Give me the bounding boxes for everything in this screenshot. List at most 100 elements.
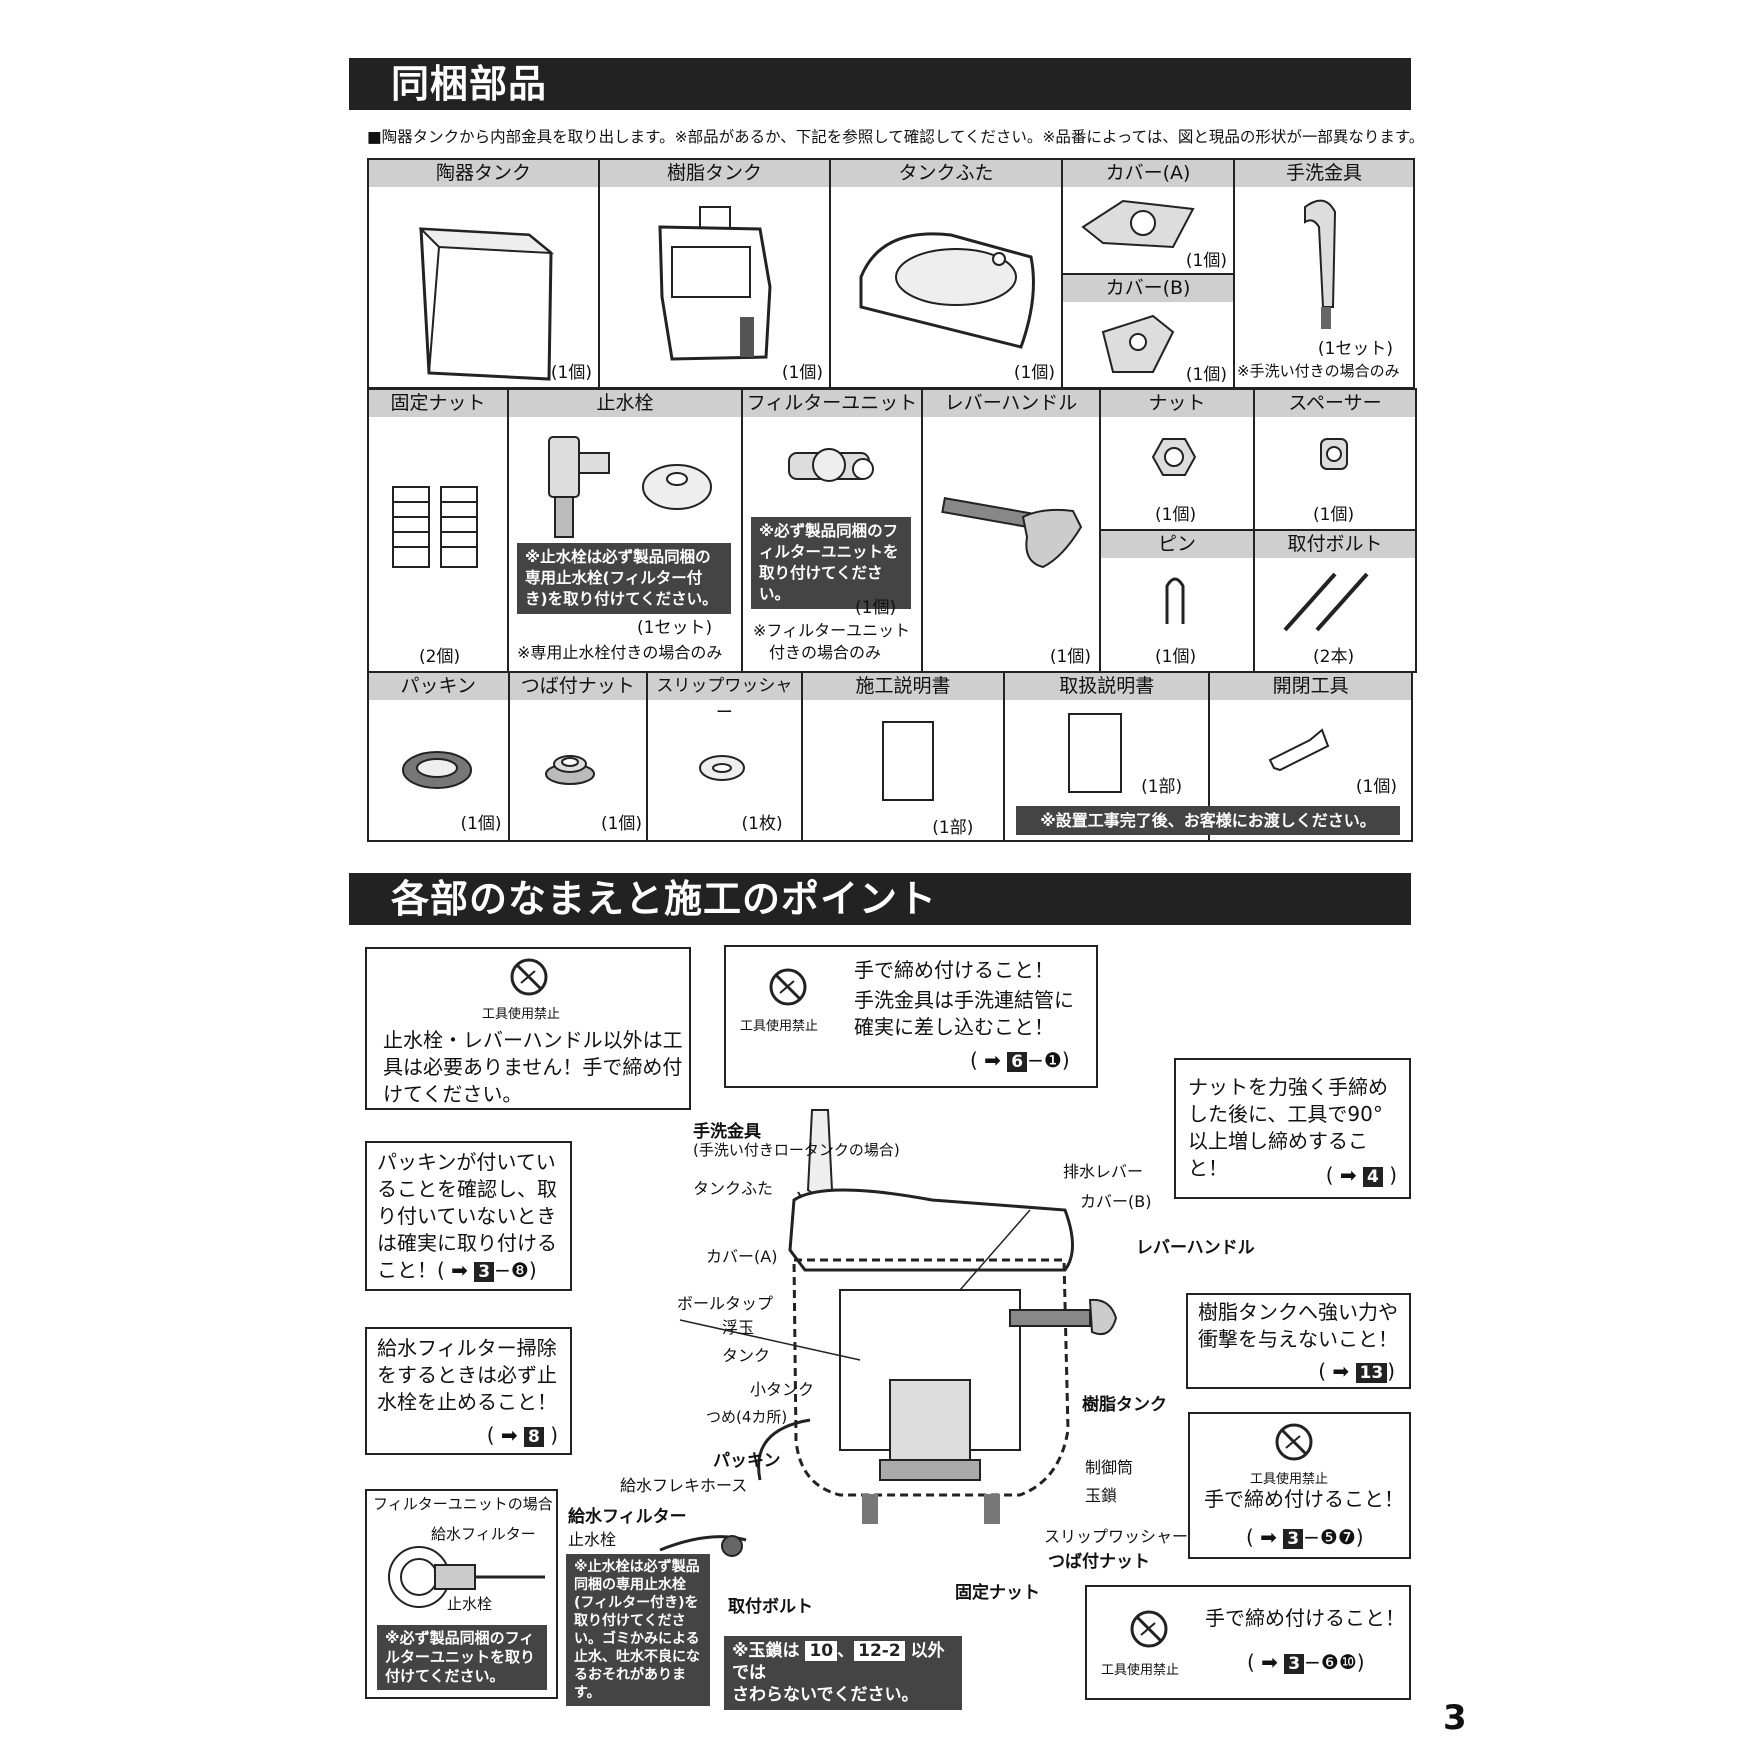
part-cell: スリップワッシャー (1枚) bbox=[646, 671, 803, 842]
part-image: ※必ず製品同梱のフィルターユニットを取り付けてください。 (1個) ※フィルター… bbox=[743, 417, 921, 671]
ref: ( ➡ 8 ) bbox=[486, 1423, 558, 1447]
note-text: 樹脂タンクへ強い力や衝撃を与えないこと！ bbox=[1198, 1300, 1398, 1351]
part-count: (1個) bbox=[1013, 363, 1055, 383]
part-count: (1個) bbox=[1155, 505, 1197, 525]
filter-unit-panel: フィルターユニットの場合 給水フィルター 止水栓 ※必ず製品同梱のフィルターユニ… bbox=[365, 1489, 558, 1699]
part-name: レバーハンドル bbox=[923, 390, 1099, 417]
spacer-icon bbox=[1320, 438, 1348, 470]
part-image bbox=[600, 187, 829, 387]
part-name: 取付ボルト bbox=[1255, 529, 1415, 558]
cover-a-icon bbox=[1081, 199, 1195, 249]
note-hand-tighten: 工具使用禁止 手で締め付けること！ 手洗金具は手洗連結管に確実に差し込むこと！ … bbox=[724, 945, 1098, 1088]
label-seigyo: 制御筒 bbox=[1085, 1458, 1134, 1477]
note-text: 給水フィルター掃除をするときは必ず止水栓を止めること！ bbox=[377, 1336, 557, 1414]
note-nut-tighten: ナットを力強く手締めした後に、工具で90°以上増し締めすること！ ( ➡ 4 ) bbox=[1174, 1058, 1411, 1199]
label-haisui: 排水レバー bbox=[1063, 1162, 1144, 1181]
label-ukidama: 浮玉 bbox=[722, 1318, 755, 1337]
label: 給水フィルター bbox=[431, 1525, 536, 1543]
label-tearai-sub: (手洗い付きロータンクの場合) bbox=[693, 1141, 900, 1159]
label-packin: パッキン bbox=[713, 1451, 781, 1471]
panel-title: フィルターユニットの場合 bbox=[373, 1495, 553, 1513]
pin-icon bbox=[1165, 577, 1185, 624]
note-text: パッキンが付いていることを確認し、取り付いていないときは確実に取り付けること！(… bbox=[377, 1150, 557, 1282]
part-count: (1個) bbox=[550, 363, 592, 383]
label-shotank: 小タンク bbox=[750, 1380, 815, 1399]
resin-tank-icon bbox=[658, 206, 772, 361]
section-title-names: 各部のなまえと施工のポイント bbox=[349, 873, 1411, 925]
part-name: パッキン bbox=[369, 673, 508, 700]
label-tsuba: つば付ナット bbox=[1048, 1552, 1150, 1572]
note-text: ナットを力強く手締めした後に、工具で90°以上増し締めすること！ bbox=[1188, 1075, 1388, 1180]
part-name: 施工説明書 bbox=[802, 673, 1004, 700]
stop-valve-caution: ※止水栓は必ず製品同梱の専用止水栓(フィルター付き)を取り付けてください。ゴミか… bbox=[566, 1554, 710, 1706]
part-count: (1セット) bbox=[1317, 339, 1393, 359]
part-image: (1個) bbox=[1101, 417, 1253, 529]
note-text: 手洗金具は手洗連結管に確実に差し込むこと！ bbox=[854, 988, 1074, 1039]
part-cell: 手洗金具 (1セット) ※手洗い付きの場合のみ bbox=[1233, 158, 1415, 389]
tank-diagram bbox=[659, 1109, 1118, 1557]
fixing-nut-icon bbox=[392, 486, 478, 568]
note-gasket: パッキンが付いていることを確認し、取り付いていないときは確実に取り付けること！(… bbox=[365, 1141, 572, 1291]
part-image: (1個) bbox=[923, 417, 1099, 671]
part-cell: 施工説明書 (1部) bbox=[800, 671, 1006, 842]
part-cell: フィルターユニット ※必ず製品同梱のフィルターユニットを取り付けてください。 (… bbox=[741, 388, 923, 673]
filter-unit-icon bbox=[788, 448, 874, 482]
no-tool-label: 工具使用禁止 bbox=[1101, 1663, 1180, 1678]
part-count: (1枚) bbox=[741, 814, 783, 834]
part-image bbox=[369, 187, 598, 387]
part-image bbox=[831, 187, 1061, 387]
part-name: 止水栓 bbox=[509, 390, 741, 417]
label-kotei: 固定ナット bbox=[955, 1583, 1040, 1603]
intro-text: ■陶器タンクから内部金具を取り出します。※部品があるか、下記を参照して確認してく… bbox=[367, 128, 1425, 146]
label-slip: スリップワッシャー bbox=[1044, 1527, 1189, 1546]
part-count: (1セット) bbox=[637, 618, 713, 638]
part-name: 樹脂タンク bbox=[600, 160, 829, 187]
no-tool-label: 工具使用禁止 bbox=[740, 1019, 819, 1034]
part-cell: レバーハンドル (1個) bbox=[921, 388, 1101, 673]
label-shisuisen: 止水栓 bbox=[568, 1530, 617, 1549]
label-toritsuke: 取付ボルト bbox=[728, 1597, 813, 1617]
label-flexhose: 給水フレキホース bbox=[620, 1476, 748, 1495]
part-cell: スペーサー (1個) 取付ボルト (2本) bbox=[1253, 388, 1417, 673]
page-number: 3 bbox=[1443, 1698, 1467, 1738]
label-tearai: 手洗金具 bbox=[693, 1122, 761, 1142]
part-count: (1個) bbox=[600, 814, 643, 834]
part-cell: 止水栓 ※止水栓は必ず製品同梱の専用止水栓(フィルター付き)を取り付けてください… bbox=[507, 388, 743, 673]
part-image: (1個) bbox=[1063, 302, 1233, 387]
part-cell: カバー(A) (1個) カバー(B) (1個) bbox=[1061, 158, 1235, 389]
part-name: フィルターユニット bbox=[743, 390, 921, 417]
mounting-bolt-icon bbox=[1283, 572, 1369, 632]
filter-unit-diagram bbox=[388, 1546, 545, 1608]
chain-caution: ※玉鎖は 10、12-2 以外ではさわらないでください。 bbox=[724, 1636, 962, 1710]
note-fixing-nut: 工具使用禁止 手で締め付けること！ ( ➡ 3−❻❿) bbox=[1085, 1585, 1411, 1700]
part-cell: 陶器タンク (1個) bbox=[367, 158, 600, 389]
install-manual-icon bbox=[881, 721, 934, 801]
part-count: (2本) bbox=[1313, 647, 1355, 667]
label-jushi: 樹脂タンク bbox=[1082, 1395, 1167, 1415]
part-count: (1個) bbox=[460, 814, 502, 834]
part-image: (1個) bbox=[1063, 187, 1233, 273]
part-name: 固定ナット bbox=[369, 390, 507, 417]
part-cell: パッキン (1個) bbox=[367, 671, 510, 842]
ref: ( ➡ 4 ) bbox=[1325, 1163, 1397, 1187]
part-name: タンクふた bbox=[831, 160, 1061, 187]
label-tsume: つめ(4カ所) bbox=[706, 1408, 788, 1426]
ref: ( ➡ 6−❶) bbox=[970, 1048, 1070, 1072]
part-count: (1個) bbox=[1155, 647, 1197, 667]
part-image: (1枚) bbox=[648, 700, 801, 840]
note-resin-tank: 樹脂タンクへ強い力や衝撃を与えないこと！ ( ➡ 13) bbox=[1186, 1293, 1411, 1389]
part-count: (1個) bbox=[1185, 365, 1227, 385]
part-cell: つば付ナット (1個) bbox=[507, 671, 649, 842]
label-filter: 給水フィルター bbox=[568, 1507, 687, 1527]
filter-warning: ※必ず製品同梱のフィルターユニットを取り付けてください。 bbox=[377, 1625, 547, 1690]
part-note: 付きの場合のみ bbox=[769, 643, 882, 662]
part-name: スリップワッシャー bbox=[648, 673, 801, 723]
part-note: ※フィルターユニット bbox=[753, 621, 911, 640]
gasket-icon bbox=[402, 751, 472, 789]
part-name: スペーサー bbox=[1255, 390, 1415, 417]
label-tank: タンク bbox=[722, 1346, 771, 1365]
part-count: (1部) bbox=[1141, 777, 1183, 797]
parts-row-2: 固定ナット (2個) 止水栓 ※止水栓は必ず製品同梱の専用止水栓(フィルター付き… bbox=[367, 388, 1417, 673]
no-tool-label: 工具使用禁止 bbox=[1250, 1472, 1329, 1487]
part-name: 開閉工具 bbox=[1210, 673, 1411, 700]
